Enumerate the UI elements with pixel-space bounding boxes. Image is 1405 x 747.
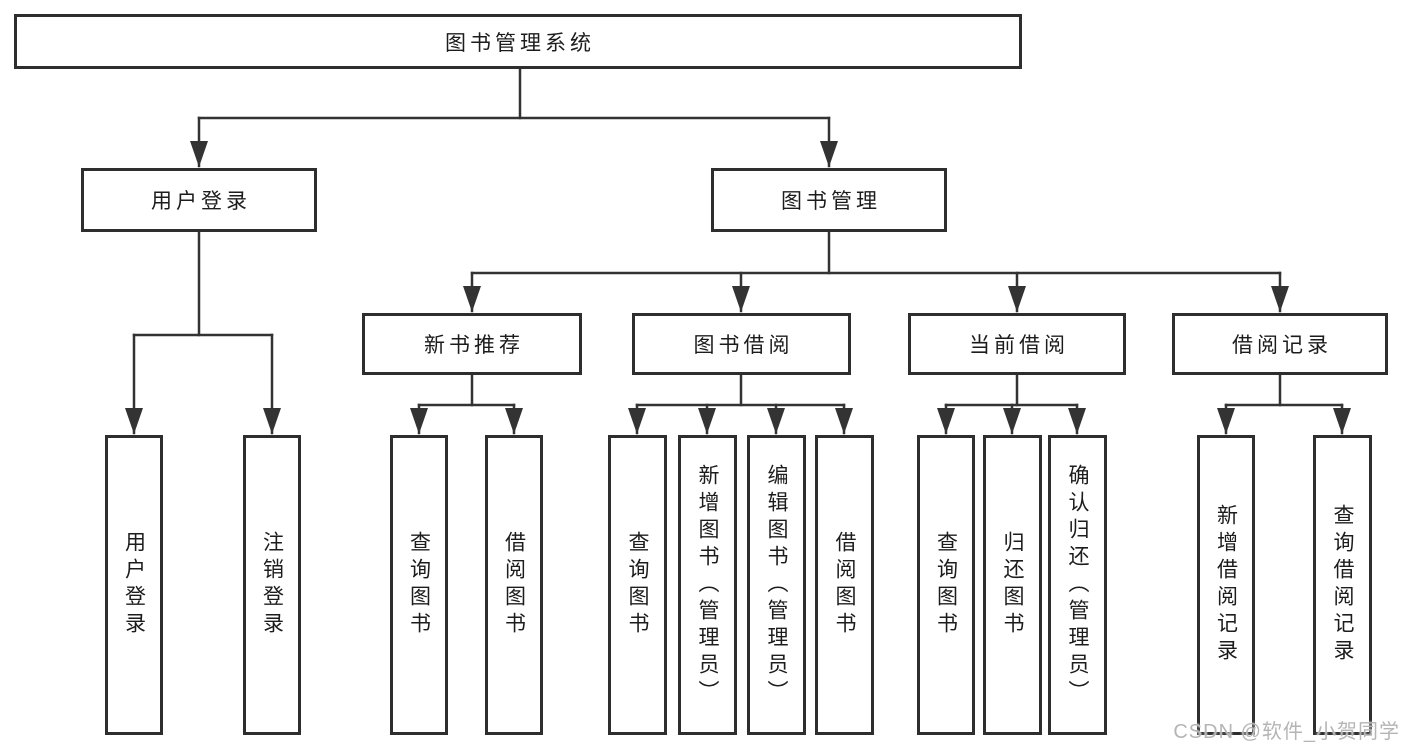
node-label: 当前借阅: [969, 334, 1069, 357]
node-book-management: 图书管理: [711, 168, 947, 232]
leaf-query-borrow-record: 查询借阅记录: [1313, 435, 1372, 735]
leaf-borrow-books-recommend: 借阅图书: [485, 435, 543, 735]
node-label: 图书借阅: [693, 334, 794, 357]
node-label: 图书管理系统: [445, 31, 595, 55]
leaf-edit-book-admin: 编辑图书（管理员）: [747, 435, 806, 735]
leaf-borrow-books: 借阅图书: [815, 435, 874, 735]
leaf-logout: 注销登录: [243, 435, 301, 735]
node-borrowing-records: 借阅记录: [1172, 313, 1388, 375]
node-new-book-recommendation: 新书推荐: [362, 313, 582, 375]
leaf-user-login: 用户登录: [105, 435, 163, 735]
leaf-add-book-admin: 新增图书（管理员）: [678, 435, 737, 735]
node-current-borrowing: 当前借阅: [908, 313, 1126, 375]
csdn-watermark: CSDN @软件_小贺同学: [1173, 721, 1400, 743]
leaf-add-borrow-record: 新增借阅记录: [1197, 435, 1255, 735]
node-label: 新书推荐: [424, 334, 524, 357]
node-label: 用户登录: [151, 190, 251, 213]
node-user-login: 用户登录: [81, 168, 317, 232]
leaf-query-books-borrow: 查询图书: [608, 435, 667, 735]
node-book-borrowing: 图书借阅: [632, 313, 851, 375]
leaf-query-books-recommend: 查询图书: [390, 435, 448, 735]
node-label: 图书管理: [781, 190, 881, 213]
leaf-return-books: 归还图书: [983, 435, 1042, 735]
leaf-confirm-return-admin: 确认归还（管理员）: [1048, 435, 1107, 735]
node-library-management-system: 图书管理系统: [14, 14, 1022, 69]
node-label: 借阅记录: [1232, 334, 1332, 357]
leaf-query-books-current: 查询图书: [917, 435, 975, 735]
